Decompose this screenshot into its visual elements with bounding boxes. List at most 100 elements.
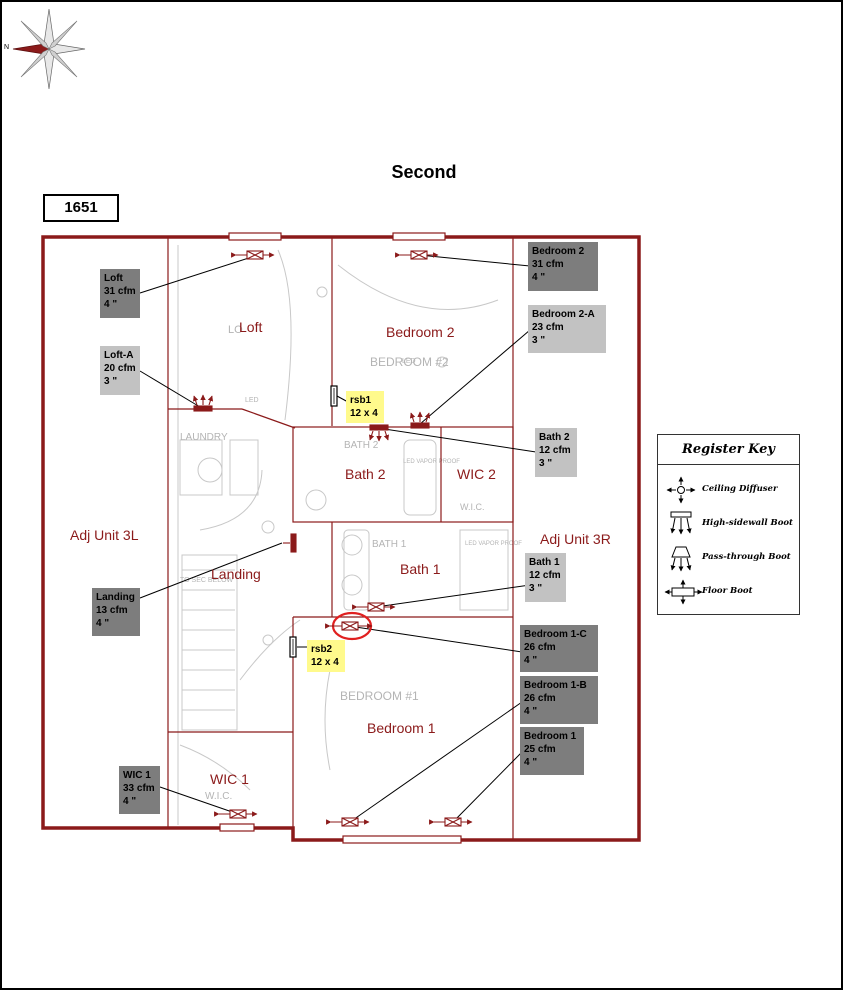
callout-bath-1: Bath 1 12 cfm 3 "	[525, 553, 566, 602]
room-label-bedroom-2: Bedroom 2	[386, 324, 455, 340]
legend-item-ceiling-diffuser: Ceiling Diffuser	[658, 475, 799, 505]
callout-bedroom-2-a-cfm: 23 cfm	[532, 322, 564, 333]
leader-lines	[139, 254, 537, 823]
room-label-bath-1: Bath 1	[400, 561, 441, 577]
callout-bath-2-cfm: 12 cfm	[539, 445, 571, 456]
callout-bedroom-1-c-cfm: 26 cfm	[524, 642, 556, 653]
room-label-wic-1: WIC 1	[210, 771, 249, 787]
callout-loft-name: Loft	[104, 273, 123, 284]
room-label-adj-unit-3l: Adj Unit 3L	[70, 527, 139, 543]
callout-rsb2: rsb2 12 x 4	[307, 640, 345, 672]
underlay-laundry-text: LAUNDRY	[180, 432, 228, 443]
callout-bedroom-2-size: 4 "	[532, 272, 546, 283]
register-bedroom-2-a	[409, 411, 431, 429]
page-border	[0, 0, 843, 990]
callout-bedroom-1-c-size: 4 "	[524, 655, 538, 666]
callout-bath-2-name: Bath 2	[539, 432, 570, 443]
callout-bath-2: Bath 2 12 cfm 3 "	[535, 428, 577, 477]
underlay-led-text-a: LED	[245, 397, 259, 404]
callout-rsb2-name: rsb2	[311, 644, 333, 655]
underlay-bath-2-text: BATH 2	[344, 440, 379, 451]
callout-bath-1-name: Bath 1	[529, 557, 560, 568]
register-key-legend: Register Key Ceiling Diffuser High-sidew…	[657, 434, 800, 615]
callout-rsb2-size: 12 x 4	[311, 657, 339, 668]
callout-loft-a-name: Loft-A	[104, 350, 134, 361]
callout-bedroom-1-b-name: Bedroom 1-B	[524, 680, 587, 691]
exterior-wall	[41, 235, 641, 842]
register-marks	[192, 250, 473, 827]
underlay-vapor-proof-text-b: LED VAPOR PROOF	[465, 541, 522, 547]
callout-bath-1-size: 3 "	[529, 583, 543, 594]
architectural-underlay	[177, 245, 509, 825]
legend-title: Register Key	[658, 435, 799, 465]
interior-walls	[167, 238, 514, 840]
callout-bedroom-1: Bedroom 1 25 cfm 4 "	[520, 727, 584, 775]
callout-rsb1-name: rsb1	[350, 395, 372, 406]
callout-loft-a-size: 3 "	[104, 376, 118, 387]
register-bedroom-1	[429, 817, 473, 827]
legend-item-high-sidewall-boot: High-sidewall Boot	[658, 509, 799, 539]
callout-bedroom-2-a-size: 3 "	[532, 335, 546, 346]
ceiling-diffuser-icon	[666, 476, 696, 504]
callout-bedroom-1-name: Bedroom 1	[524, 731, 577, 742]
callout-landing-size: 4 "	[96, 618, 110, 629]
legend-label-floor-boot: Floor Boot	[702, 586, 753, 596]
callout-bath-1-cfm: 12 cfm	[529, 570, 561, 581]
plan-id-box: 1651	[43, 194, 119, 222]
register-loft-a	[192, 394, 214, 412]
room-label-bath-2: Bath 2	[345, 466, 386, 482]
callout-loft-a-cfm: 20 cfm	[104, 363, 136, 374]
underlay-bath-1-text: BATH 1	[372, 539, 407, 550]
underlay-wic-2-text: W.I.C.	[460, 502, 485, 512]
room-label-wic-2: WIC 2	[457, 466, 496, 482]
callout-wic-1-name: WIC 1	[123, 770, 151, 781]
register-landing	[283, 533, 297, 553]
callout-loft: Loft 31 cfm 4 "	[100, 269, 140, 318]
compass-icon	[12, 8, 86, 90]
callout-bedroom-1-c: Bedroom 1-C 26 cfm 4 "	[520, 625, 598, 672]
legend-label-high-sidewall-boot: High-sidewall Boot	[702, 518, 793, 528]
compass-north-label: N	[4, 44, 10, 51]
legend-item-pass-through-boot: Pass-through Boot	[658, 543, 799, 573]
callout-bedroom-2-cfm: 31 cfm	[532, 259, 564, 270]
register-bath-1	[352, 602, 396, 612]
callout-landing-name: Landing	[96, 592, 135, 603]
register-bedroom-1-c	[325, 621, 373, 631]
pass-through-boot-icon	[670, 546, 692, 572]
callout-bedroom-1-cfm: 25 cfm	[524, 744, 556, 755]
legend-item-floor-boot: Floor Boot	[658, 577, 799, 607]
callout-bedroom-2: Bedroom 2 31 cfm 4 "	[528, 242, 598, 291]
room-label-landing: Landing	[211, 566, 261, 582]
room-label-bedroom-1: Bedroom 1	[367, 720, 436, 736]
underlay-vapor-proof-text-a: LED VAPOR PROOF	[403, 459, 460, 465]
callout-bedroom-1-b-size: 4 "	[524, 706, 538, 717]
legend-label-ceiling-diffuser: Ceiling Diffuser	[702, 484, 778, 494]
floor-boot-icon	[664, 579, 703, 605]
register-bedroom-2	[395, 250, 439, 260]
callout-wic-1: WIC 1 33 cfm 4 "	[119, 766, 160, 814]
register-bedroom-1-b	[326, 817, 370, 827]
callout-landing-cfm: 13 cfm	[96, 605, 128, 616]
callout-loft-a: Loft-A 20 cfm 3 "	[100, 346, 140, 395]
callout-bedroom-2-name: Bedroom 2	[532, 246, 585, 257]
underlay-wic-1-text: W.I.C.	[205, 791, 232, 802]
callout-loft-cfm: 31 cfm	[104, 286, 136, 297]
underlay-to-below-text: TO SEC BELOW	[180, 577, 234, 584]
callout-wic-1-cfm: 33 cfm	[123, 783, 155, 794]
floor-title: Second	[391, 162, 457, 182]
callout-bedroom-2-a-name: Bedroom 2-A	[532, 309, 595, 320]
room-label-loft: Loft	[239, 319, 263, 335]
callout-loft-size: 4 "	[104, 299, 118, 310]
register-bath-2	[368, 424, 390, 442]
callout-rsb1-size: 12 x 4	[350, 408, 378, 419]
callout-bedroom-1-c-name: Bedroom 1-C	[524, 629, 587, 640]
windows	[219, 232, 462, 844]
underlay-bedroom-1-text: BEDROOM #1	[340, 689, 419, 703]
legend-label-pass-through-boot: Pass-through Boot	[702, 552, 791, 562]
underlay-bedroom-2-text: BEDROOM #2	[370, 355, 449, 369]
callout-bath-2-size: 3 "	[539, 458, 553, 469]
underlay-led-text-b: LED	[402, 358, 416, 365]
callout-bedroom-1-b-cfm: 26 cfm	[524, 693, 556, 704]
